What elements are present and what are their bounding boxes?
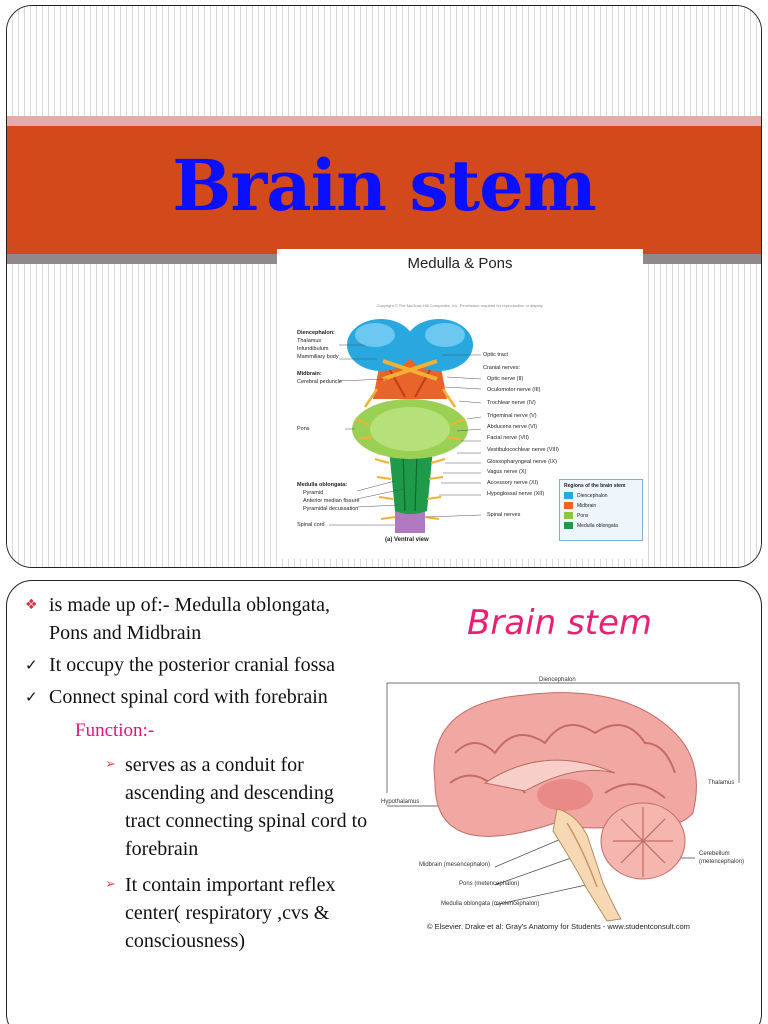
brainstem-illustration bbox=[329, 319, 482, 533]
slide-title: Brain stem bbox=[172, 144, 597, 227]
legend-label: Pons bbox=[577, 512, 589, 519]
label-spinal-nerves: Spinal nerves bbox=[487, 512, 521, 518]
label-pyramidal-decussation: Pyramidal decussation bbox=[303, 506, 359, 512]
label-vestibulocochlear-nerve: Vestibulocochlear nerve (VIII) bbox=[487, 447, 559, 453]
label-infundibulum: Infundibulum bbox=[297, 346, 329, 352]
label-pons: Pons (metencephalon) bbox=[459, 881, 520, 887]
brainstem-ventral-figure: Medulla & Pons Copyright © The McGraw-Hi… bbox=[277, 249, 643, 559]
bullet-list: ❖ is made up of:- Medulla oblongata, Pon… bbox=[25, 591, 370, 963]
label-vagus-nerve: Vagus nerve (X) bbox=[487, 469, 527, 475]
label-trochlear-nerve: Trochlear nerve (IV) bbox=[487, 400, 536, 406]
bullet-text: Connect spinal cord with forebrain bbox=[49, 686, 328, 708]
label-cerebellum: Cerebellum bbox=[699, 851, 730, 857]
label-midbrain: Midbrain (mesencephalon) bbox=[419, 862, 491, 868]
sub-bullet-text: It contain important reflex center( resp… bbox=[125, 874, 336, 952]
label-oculomotor-nerve: Oculomotor nerve (III) bbox=[487, 387, 541, 393]
label-anterior-median-fissure: Anterior median fissure bbox=[303, 498, 360, 504]
label-thalamus: Thalamus bbox=[708, 780, 735, 786]
label-optic-tract: Optic tract bbox=[483, 352, 509, 358]
legend-swatch-pons bbox=[564, 512, 573, 519]
bullet-text: is made up of:- Medulla oblongata, Pons … bbox=[49, 594, 331, 644]
label-optic-nerve: Optic nerve (II) bbox=[487, 376, 524, 382]
sub-bullet-item: ➢ serves as a conduit for ascending and … bbox=[105, 751, 370, 863]
legend-swatch-diencephalon bbox=[564, 492, 573, 499]
content-slide: ❖ is made up of:- Medulla oblongata, Pon… bbox=[6, 580, 762, 1024]
function-label: Function:- bbox=[75, 720, 155, 741]
label-thalamus: Thalamus bbox=[297, 338, 322, 344]
striped-background-top bbox=[7, 6, 761, 116]
label-medulla: Medulla oblongata (myelencephalon) bbox=[441, 901, 540, 907]
label-cranial-nerves: Cranial nerves: bbox=[483, 365, 520, 371]
accent-band-pink bbox=[7, 116, 761, 126]
legend-item: Medulla oblongata bbox=[564, 522, 638, 529]
legend-swatch-midbrain bbox=[564, 502, 573, 509]
label-accessory-nerve: Accessory nerve (XI) bbox=[487, 480, 539, 486]
label-hypoglossal-nerve: Hypoglossal nerve (XII) bbox=[487, 491, 545, 497]
figure-copyright: Copyright © The McGraw-Hill Companies, I… bbox=[376, 303, 544, 308]
label-diencephalon: Diencephalon: bbox=[297, 330, 335, 336]
diamond-bullet-icon: ❖ bbox=[25, 597, 38, 613]
checkmark-bullet-icon: ✓ bbox=[25, 656, 38, 674]
label-medulla: Medulla oblongata: bbox=[297, 482, 348, 488]
figure-caption: (a) Ventral view bbox=[385, 537, 429, 543]
checkmark-bullet-icon: ✓ bbox=[25, 688, 38, 706]
label-spinal-cord: Spinal cord bbox=[297, 522, 325, 528]
sagittal-brain-figure: Diencephalon Thalamus Hypothalamus Cereb… bbox=[375, 673, 761, 943]
slide-heading: Brain stem bbox=[467, 603, 653, 643]
arrow-bullet-icon: ➢ bbox=[105, 877, 116, 892]
title-slide: Brain stem Medulla & Pons Copyright © Th… bbox=[6, 5, 762, 568]
legend-item: Pons bbox=[564, 512, 638, 519]
label-cerebral-peduncle: Cerebral peduncle bbox=[297, 379, 342, 385]
sub-bullet-item: ➢ It contain important reflex center( re… bbox=[105, 871, 370, 955]
label-pons: Pons bbox=[297, 426, 310, 432]
title-band bbox=[7, 126, 761, 254]
legend-swatch-medulla bbox=[564, 522, 573, 529]
bullet-item: ✓ Connect spinal cord with forebrain bbox=[25, 683, 370, 711]
legend-label: Medulla oblongata bbox=[577, 522, 618, 529]
label-facial-nerve: Facial nerve (VII) bbox=[487, 435, 529, 441]
legend-label: Diencephalon bbox=[577, 492, 608, 499]
bullet-item: ✓ It occupy the posterior cranial fossa bbox=[25, 651, 370, 679]
bullet-text: It occupy the posterior cranial fossa bbox=[49, 654, 336, 676]
sagittal-brain-illustration bbox=[386, 682, 740, 922]
figure-title: Medulla & Pons bbox=[407, 255, 513, 272]
label-trigeminal-nerve: Trigeminal nerve (V) bbox=[487, 413, 537, 419]
function-sub-list: ➢ serves as a conduit for ascending and … bbox=[105, 751, 370, 955]
label-glossopharyngeal-nerve: Glossopharyngeal nerve (IX) bbox=[487, 459, 558, 465]
label-abducens-nerve: Abducens nerve (VI) bbox=[487, 424, 538, 430]
legend-title: Regions of the brain stem bbox=[564, 483, 626, 489]
legend-label: Midbrain bbox=[577, 502, 597, 509]
label-cerebellum-sub: (metencephalon) bbox=[699, 859, 745, 865]
label-midbrain: Midbrain: bbox=[297, 371, 322, 377]
legend-item: Midbrain bbox=[564, 502, 638, 509]
bullet-item: ❖ is made up of:- Medulla oblongata, Pon… bbox=[25, 591, 370, 647]
label-diencephalon: Diencephalon bbox=[539, 677, 576, 683]
figure-credit: © Elsevier. Drake et al: Gray's Anatomy … bbox=[427, 922, 690, 931]
sub-bullet-text: serves as a conduit for ascending and de… bbox=[125, 754, 368, 860]
label-pyramid: Pyramid bbox=[303, 490, 324, 496]
arrow-bullet-icon: ➢ bbox=[105, 757, 116, 772]
legend-item: Diencephalon bbox=[564, 492, 638, 499]
brainstem-regions-legend: Regions of the brain stem Diencephalon M… bbox=[559, 479, 643, 541]
label-mammillary-body: Mammillary body bbox=[297, 354, 339, 360]
label-hypothalamus: Hypothalamus bbox=[381, 799, 420, 805]
